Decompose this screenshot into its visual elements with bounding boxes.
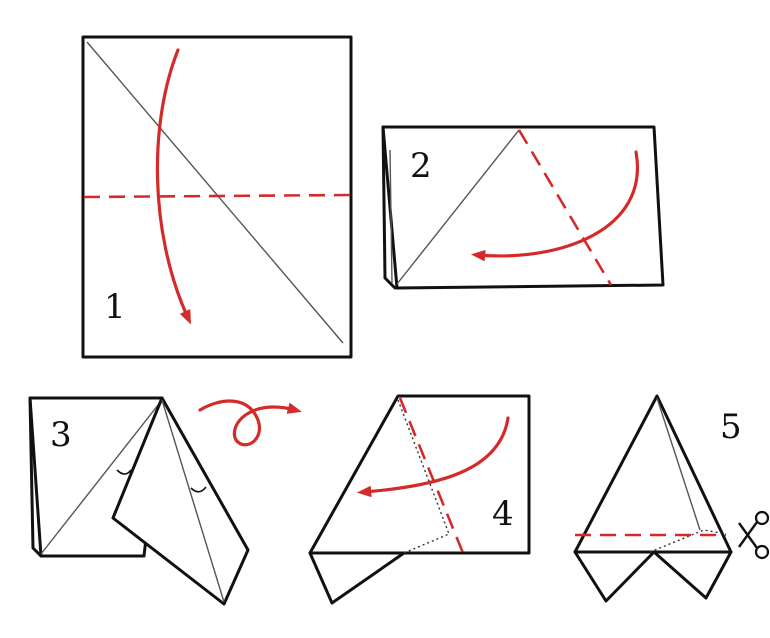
step-1-valley-fold-line [83, 193, 351, 199]
step-4-main-shape [308, 394, 531, 555]
step-4: 4 [308, 394, 531, 605]
step-5-triangle-shape [573, 394, 733, 554]
step-2-fold-left-arrow [470, 150, 640, 262]
step-5-right-bottom-flap [652, 550, 733, 600]
step-3-left-crease [40, 399, 163, 555]
step-1-number: 1 [104, 287, 126, 327]
step-1: 1 [81, 35, 353, 359]
step-3-left-angle-mark [116, 469, 132, 475]
scissors-icon [738, 510, 770, 560]
step-4-valley-fold-line [398, 397, 465, 554]
step-2-number: 2 [410, 146, 432, 186]
step-5: 5 [573, 394, 770, 603]
step-4-fold-left-arrow [356, 416, 510, 498]
step-4-bottom-flap [308, 551, 406, 605]
step-3: 3 [28, 396, 302, 606]
step-2-inner-layer-edge [389, 149, 393, 284]
step-5-number: 5 [720, 407, 742, 447]
step-5-left-bottom-flap [573, 550, 656, 603]
step-1-diagonal-crease [86, 41, 344, 344]
step-3-number: 3 [50, 415, 72, 455]
step-3-turn-over-arrow [198, 399, 302, 447]
scissors-blade-bottom [738, 522, 758, 549]
step-3-flap-crease [161, 399, 225, 603]
step-3-side-layer-edge [28, 396, 43, 558]
step-1-fold-down-arrow [155, 48, 191, 325]
scissors-handle-top [754, 510, 770, 526]
step-4-number: 4 [492, 494, 514, 534]
step-3-folded-flap [111, 396, 250, 606]
step-5-center-crease [656, 397, 701, 531]
scissors-handle-bottom [754, 544, 770, 560]
step-3-right-angle-mark [190, 486, 207, 493]
step-2-valley-fold-line [517, 129, 613, 286]
step-2-side-layer-edge [381, 125, 397, 290]
step-2: 2 [381, 125, 665, 290]
step-2-folded-rectangle [381, 125, 665, 290]
step-2-diagonal-crease [396, 129, 520, 285]
step-4-hidden-edge [397, 399, 450, 554]
